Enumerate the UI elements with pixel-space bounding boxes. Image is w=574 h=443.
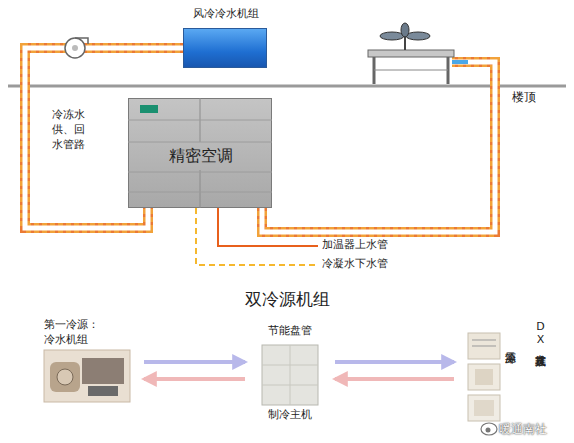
node-text: DX直接蒸发式 [534,320,546,346]
coil-panel-line [262,365,318,366]
pump-symbol [65,38,85,58]
dx-photo [468,364,500,390]
flow-arrow-line [144,377,245,381]
coil-photo [262,345,318,405]
flow-arrow-line [144,360,245,364]
chiller-part [57,369,73,385]
pipe-joint [452,60,468,64]
flow-arrow [335,362,454,363]
dx-photo [468,333,500,359]
fan-blade [401,23,409,37]
coil-host: 节能盘管制冷主机 [255,324,325,426]
coil-panel-line [290,345,291,405]
pump-outlet [75,38,88,44]
humidifier-pipe [218,208,318,246]
condenser-brace [374,70,448,71]
chiller-box: 风冷冷水机组 [183,28,267,68]
fan-blade [406,32,430,40]
watermark-logo [481,423,497,435]
dx-photo-detail [475,369,493,385]
flow-arrow-line [335,360,454,364]
dx-photo-detail [472,340,496,341]
precision-ac-unit: 精密空调 [128,98,272,208]
roof-line [8,85,566,88]
fan-blade [380,32,404,40]
flow-arrow [144,362,245,363]
chiller-part [82,358,124,384]
fan-shaft [404,36,406,50]
flow-arrow-line [335,377,454,381]
text-label: 冷凝水下水管 [322,257,388,272]
chiller-part [50,362,80,392]
text-label: 加温器上水管 [322,238,388,253]
edge-layer [25,48,454,379]
text-label: 冷冻水 供、回 水管路 [52,108,102,153]
node-text: 精密空调 [129,145,273,167]
condenser-plate [368,50,454,57]
condenser-leg [447,57,450,84]
dx-photo-detail [472,346,496,347]
coil-panel-line [262,385,318,386]
condenser-pipe-inner [262,62,495,232]
text-label: 暖通南社 [499,421,547,437]
dx-source: 第二冷源DX直接蒸发式 [464,318,564,426]
node-text: 节能盘管 [255,324,325,339]
chiller-source: 第一冷源： 冷水机组 [42,318,134,404]
dx-photo [468,395,500,421]
watermark-logo-eye [486,428,491,433]
condenser-leg [373,57,376,84]
condensate-pipe [196,208,318,265]
condenser-pipe-outer [262,62,495,232]
chiller-part [88,386,118,396]
flow-arrow [335,379,454,380]
chiller-photo [44,350,130,402]
diagram-title: 双冷源机组 [0,288,574,311]
node-text: 第一冷源： 冷水机组 [44,318,106,348]
node-text: 制冷主机 [255,408,325,423]
node-text: 风冷冷水机组 [176,7,276,22]
dx-photo-detail [474,400,494,416]
condenser-pipe-dash [262,62,495,232]
text-label: 楼顶 [512,89,536,105]
flow-arrow [144,379,245,380]
pump-hub [72,45,78,51]
